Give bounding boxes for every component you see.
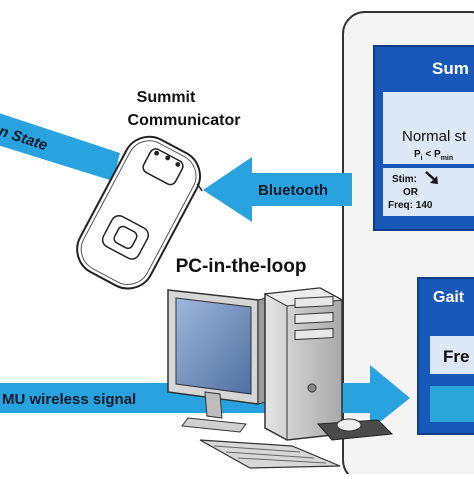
summit-panel-title: Sum bbox=[432, 59, 469, 78]
summit-panel: Sum Normal st Pi < Pmin Stim: OR Freq: 1… bbox=[373, 45, 474, 231]
gait-freq-label: Fre bbox=[443, 347, 469, 366]
bluetooth-arrow: Bluetooth bbox=[203, 157, 352, 222]
summit-state-box bbox=[383, 92, 474, 164]
pc-title: PC-in-the-loop bbox=[176, 256, 307, 277]
computer-icon bbox=[167, 287, 394, 469]
brain-state-arrow: n State bbox=[0, 113, 120, 181]
gait-panel-title: Gait bbox=[433, 289, 465, 306]
arrow-down-right-icon bbox=[425, 171, 438, 184]
summit-state-formula: Pi < Pmin bbox=[414, 149, 453, 162]
communicator-title-line1: Summit bbox=[137, 89, 196, 106]
summit-state-label: Normal st bbox=[402, 128, 467, 145]
bluetooth-label: Bluetooth bbox=[258, 182, 328, 199]
gait-freq-box bbox=[430, 336, 474, 374]
imu-label: MU wireless signal bbox=[2, 391, 136, 408]
summit-stim-or: OR bbox=[403, 187, 419, 198]
gait-panel: Gait Fre bbox=[417, 277, 474, 435]
summit-stim-freq: Freq: 140 bbox=[388, 200, 433, 211]
gait-cyan-box bbox=[430, 386, 474, 422]
summit-stim-label: Stim: bbox=[392, 174, 417, 185]
summit-stim-box bbox=[383, 168, 474, 216]
communicator-title-line2: Communicator bbox=[128, 112, 241, 129]
communicator-device-icon bbox=[76, 135, 203, 290]
